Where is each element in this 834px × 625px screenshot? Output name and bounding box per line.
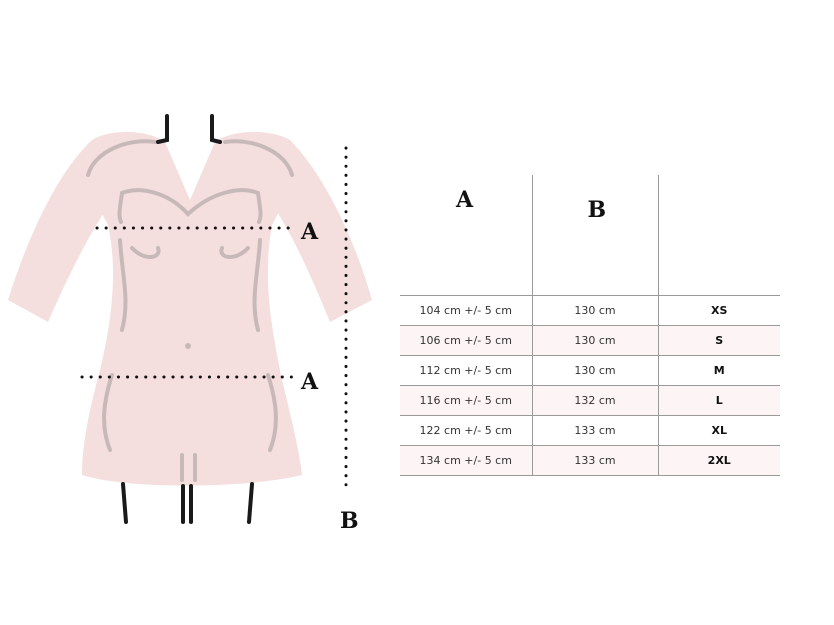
cell-size: L bbox=[658, 385, 780, 416]
cell-b: 130 cm bbox=[531, 295, 659, 326]
size-chart-table: A B 104 cm +/- 5 cm 130 cm XS 106 cm +/-… bbox=[400, 175, 780, 476]
table-row: 116 cm +/- 5 cm 132 cm L bbox=[400, 385, 780, 416]
cell-a: 112 cm +/- 5 cm bbox=[400, 355, 532, 386]
table-row: 104 cm +/- 5 cm 130 cm XS bbox=[400, 295, 780, 326]
table-row: 122 cm +/- 5 cm 133 cm XL bbox=[400, 415, 780, 446]
cell-size: 2XL bbox=[658, 445, 780, 476]
cell-b: 132 cm bbox=[531, 385, 659, 416]
table-row: 106 cm +/- 5 cm 130 cm S bbox=[400, 325, 780, 356]
cell-b: 130 cm bbox=[531, 325, 659, 356]
cell-b: 133 cm bbox=[531, 445, 659, 476]
cell-b: 133 cm bbox=[531, 415, 659, 446]
header-size bbox=[658, 175, 780, 296]
cell-a: 104 cm +/- 5 cm bbox=[400, 295, 532, 326]
garment-body bbox=[82, 131, 302, 486]
mannequin-legs bbox=[121, 482, 254, 524]
table-row: 134 cm +/- 5 cm 133 cm 2XL bbox=[400, 445, 780, 476]
cell-size: S bbox=[658, 325, 780, 356]
navel-mark bbox=[185, 343, 191, 349]
chest-label: A bbox=[300, 219, 319, 245]
length-label: B bbox=[340, 508, 359, 534]
header-b: B bbox=[531, 175, 659, 296]
table-row: 112 cm +/- 5 cm 130 cm M bbox=[400, 355, 780, 386]
cell-a: 122 cm +/- 5 cm bbox=[400, 415, 532, 446]
neck-hanger-left bbox=[156, 114, 169, 144]
header-a: A bbox=[400, 175, 532, 296]
table-header-row: A B bbox=[400, 175, 780, 296]
cell-size: XL bbox=[658, 415, 780, 446]
cell-a: 116 cm +/- 5 cm bbox=[400, 385, 532, 416]
neck-hanger-right bbox=[210, 114, 222, 144]
cell-size: XS bbox=[658, 295, 780, 326]
cell-size: M bbox=[658, 355, 780, 386]
cell-a: 134 cm +/- 5 cm bbox=[400, 445, 532, 476]
cell-b: 130 cm bbox=[531, 355, 659, 386]
mannequin-outline bbox=[86, 139, 294, 482]
cell-a: 106 cm +/- 5 cm bbox=[400, 325, 532, 356]
hip-label: A bbox=[300, 369, 319, 395]
